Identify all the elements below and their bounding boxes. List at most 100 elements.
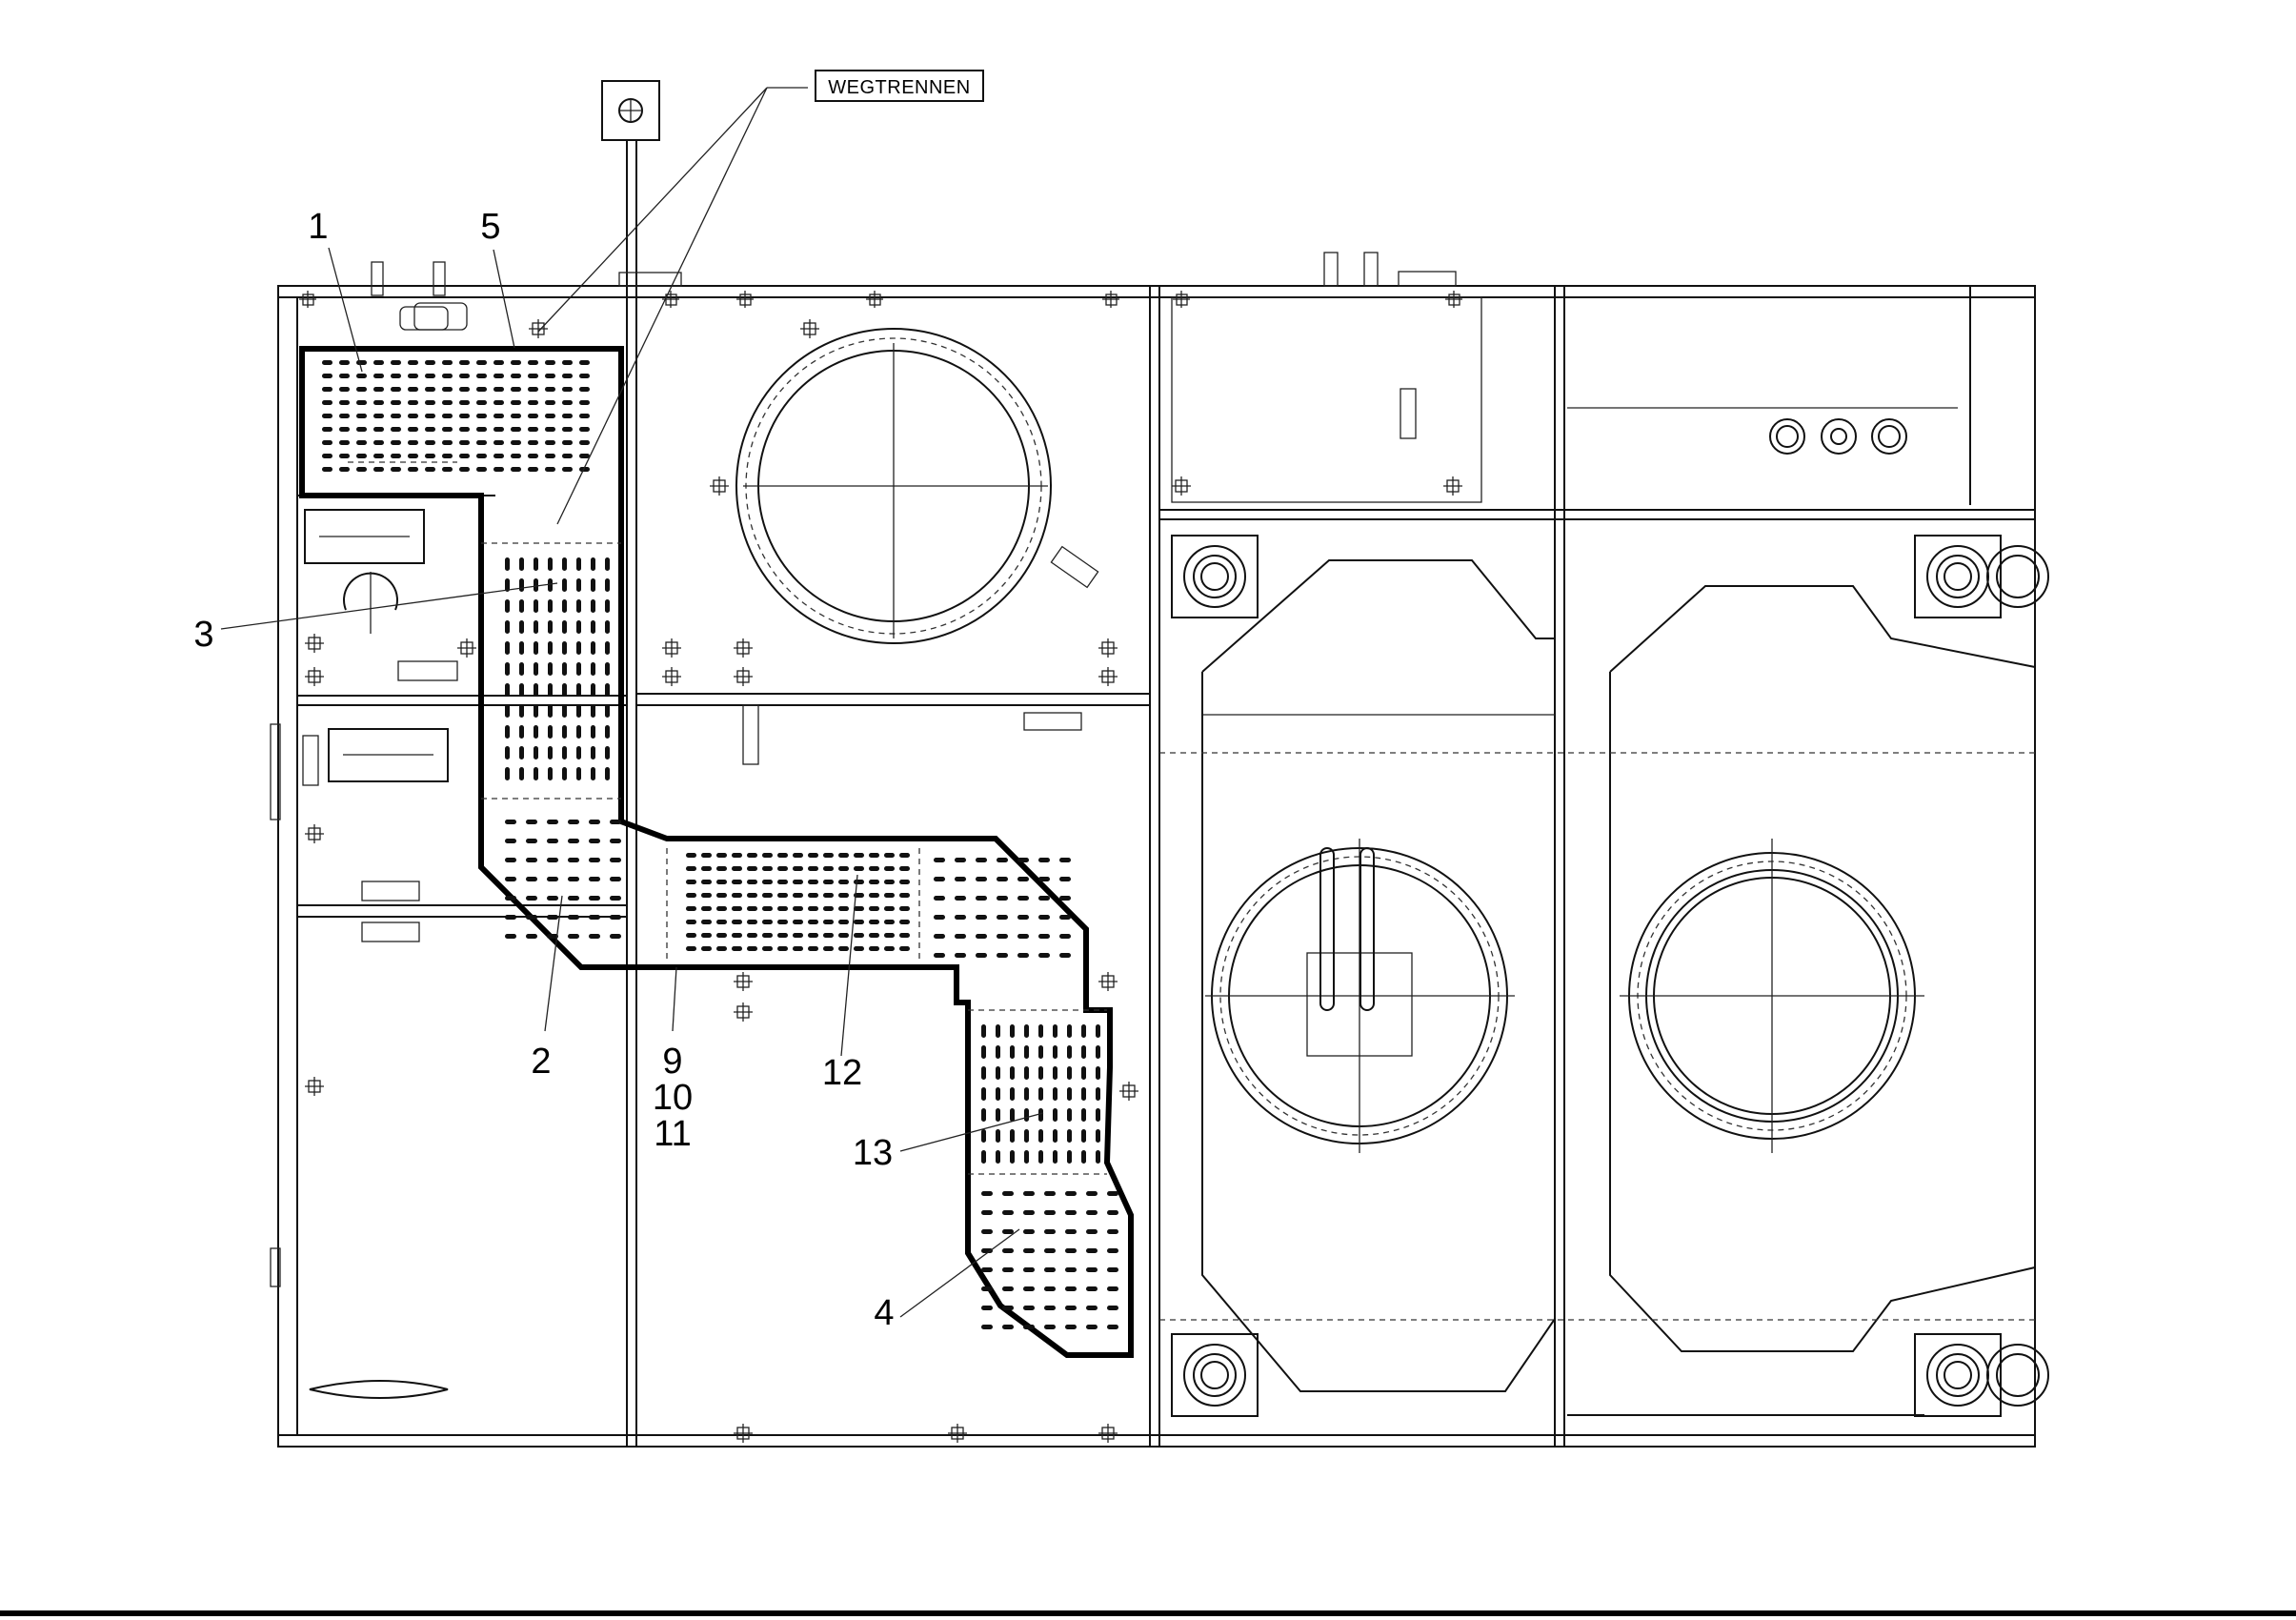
grating-slot xyxy=(1067,1045,1072,1059)
grating-slot xyxy=(1017,877,1029,881)
grating-slot xyxy=(981,1150,986,1164)
grating-slot xyxy=(356,360,367,365)
grating-slot xyxy=(505,896,516,901)
grating-slot xyxy=(1002,1306,1014,1310)
grating-slot xyxy=(808,933,818,938)
grating-slot xyxy=(976,896,987,901)
grating-slot xyxy=(1044,1229,1056,1234)
grating-slot xyxy=(934,915,945,920)
grating-slot xyxy=(408,467,418,472)
grating-slot xyxy=(425,454,435,458)
grating-slot xyxy=(1038,953,1050,958)
grating-slot xyxy=(701,866,712,871)
grating-slot xyxy=(391,414,401,418)
grating-slot xyxy=(777,893,788,898)
grating-slot xyxy=(534,683,538,697)
grating-slot xyxy=(576,767,581,780)
grating-slot xyxy=(562,641,567,655)
grating-slot xyxy=(1044,1286,1056,1291)
grating-slot xyxy=(808,920,818,924)
grating-slot xyxy=(1010,1129,1015,1143)
grating-slot xyxy=(579,374,590,378)
grating-slot xyxy=(1081,1024,1086,1038)
grating-slot xyxy=(1017,915,1029,920)
grating-slot xyxy=(322,387,332,392)
grating-slot xyxy=(545,387,555,392)
grating-slot xyxy=(997,915,1008,920)
grating-slot xyxy=(934,953,945,958)
grating-slot xyxy=(519,557,524,571)
grating-slot xyxy=(605,746,610,759)
grating-slot xyxy=(322,414,332,418)
grating-slot xyxy=(1053,1129,1057,1143)
grating-slot xyxy=(459,414,470,418)
grating-slot xyxy=(548,767,553,780)
grating-slot xyxy=(838,920,849,924)
grating-slot xyxy=(493,400,504,405)
grating-slot xyxy=(762,946,773,951)
grating-slot xyxy=(442,467,453,472)
grating-slot xyxy=(322,440,332,445)
grating-slot xyxy=(568,858,579,862)
grating-slot xyxy=(1010,1087,1015,1101)
grating-slot xyxy=(476,440,487,445)
grating-slot xyxy=(884,893,895,898)
grating-slot xyxy=(591,620,595,634)
grating-slot xyxy=(562,414,573,418)
callout-13: 13 xyxy=(853,1133,893,1173)
grating-slot xyxy=(591,578,595,592)
grating-slot xyxy=(701,906,712,911)
grating-slot xyxy=(576,599,581,613)
grating-slot xyxy=(823,946,834,951)
grating-slot xyxy=(568,877,579,881)
grating-slot xyxy=(899,893,910,898)
grating-slot xyxy=(1053,1024,1057,1038)
grating-slot xyxy=(610,839,621,843)
grating-slot xyxy=(576,641,581,655)
grating-slots xyxy=(322,360,1118,1329)
grating-slot xyxy=(1107,1248,1118,1253)
grating-slot xyxy=(1065,1229,1077,1234)
grating-slot xyxy=(568,896,579,901)
grating-slot xyxy=(686,920,696,924)
grating-slot xyxy=(339,440,350,445)
grating-slot xyxy=(605,599,610,613)
grating-slot xyxy=(568,839,579,843)
grating-slot xyxy=(562,440,573,445)
grating-slot xyxy=(579,414,590,418)
grating-slot xyxy=(838,866,849,871)
grating-slot xyxy=(505,641,510,655)
callout-1: 1 xyxy=(308,207,328,247)
grating-slot xyxy=(493,454,504,458)
grating-slot xyxy=(701,933,712,938)
grating-slot xyxy=(996,1045,1000,1059)
grating-slot xyxy=(545,427,555,432)
callout-labels: 1 5 3 2 9 10 11 12 13 4 xyxy=(193,207,894,1333)
grating-slot xyxy=(1010,1108,1015,1122)
grating-slot xyxy=(1002,1325,1014,1329)
grating-slot xyxy=(562,467,573,472)
grating-slot xyxy=(823,866,834,871)
grating-slot xyxy=(1065,1267,1077,1272)
grating-slot xyxy=(1044,1267,1056,1272)
grating-slot xyxy=(576,704,581,718)
grating-slot xyxy=(762,920,773,924)
tank-outlines xyxy=(1159,559,2036,1416)
grating-slot xyxy=(793,920,803,924)
grating-slot xyxy=(934,896,945,901)
grating-slot xyxy=(373,360,384,365)
grating-slot xyxy=(562,683,567,697)
grating-slot xyxy=(476,360,487,365)
grating-slot xyxy=(976,934,987,939)
grating-slot xyxy=(716,866,727,871)
grating-slot xyxy=(762,866,773,871)
grating-slot xyxy=(579,467,590,472)
grating-slot xyxy=(459,467,470,472)
grating-slot xyxy=(1044,1191,1056,1196)
grating-slot xyxy=(526,820,537,824)
grating-slot xyxy=(339,387,350,392)
grating-slot xyxy=(1086,1248,1098,1253)
grating-slot xyxy=(425,414,435,418)
grating-slot xyxy=(322,427,332,432)
grating-slot xyxy=(686,933,696,938)
